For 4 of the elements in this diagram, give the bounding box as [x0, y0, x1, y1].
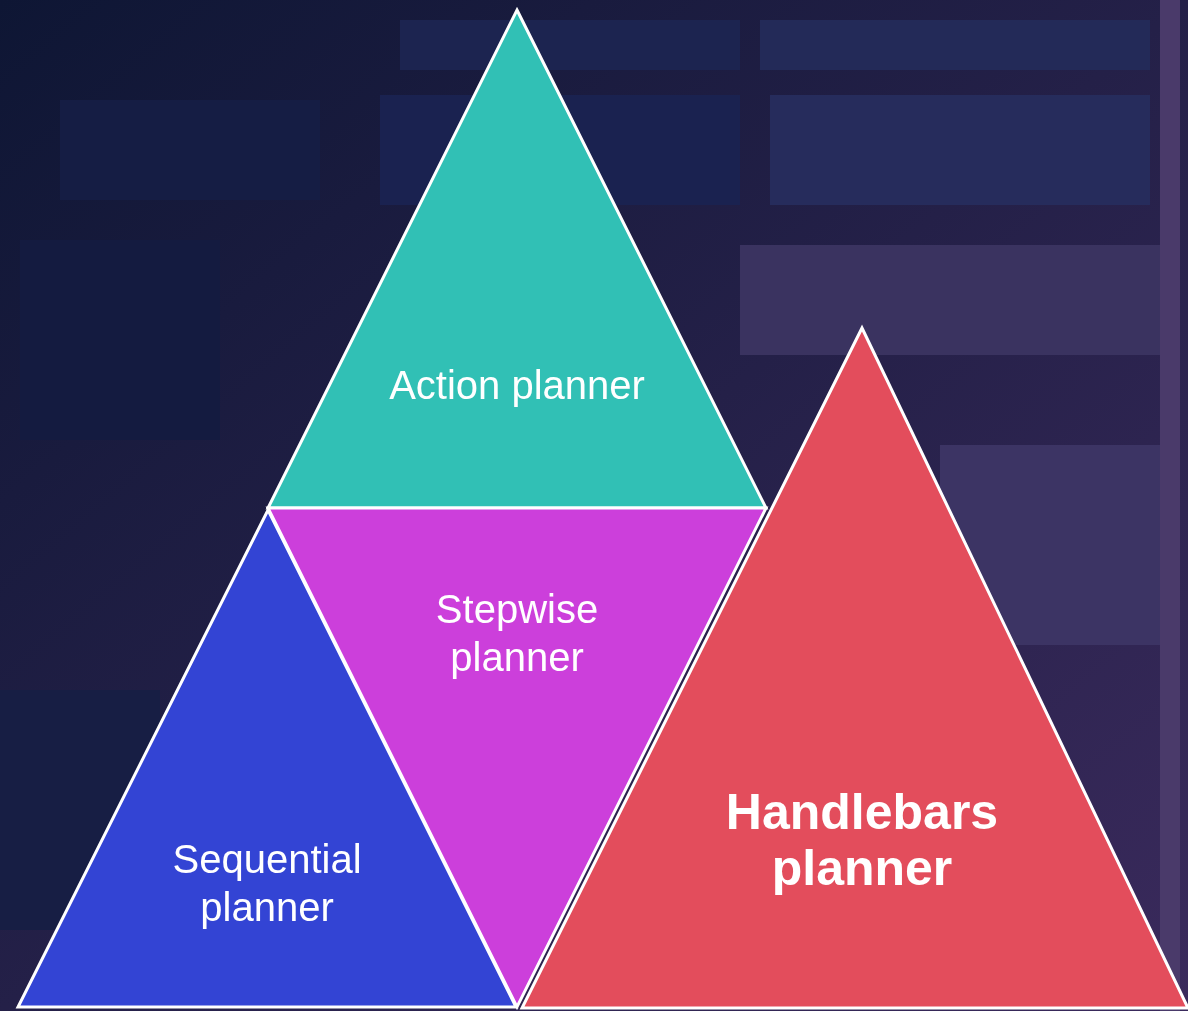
triangle-label: Action planner [388, 362, 646, 409]
triangle-label: Sequential planner [171, 836, 363, 931]
triangle-label: Handlebars planner [724, 784, 1000, 896]
triangle-label: Stepwise planner [434, 586, 600, 681]
